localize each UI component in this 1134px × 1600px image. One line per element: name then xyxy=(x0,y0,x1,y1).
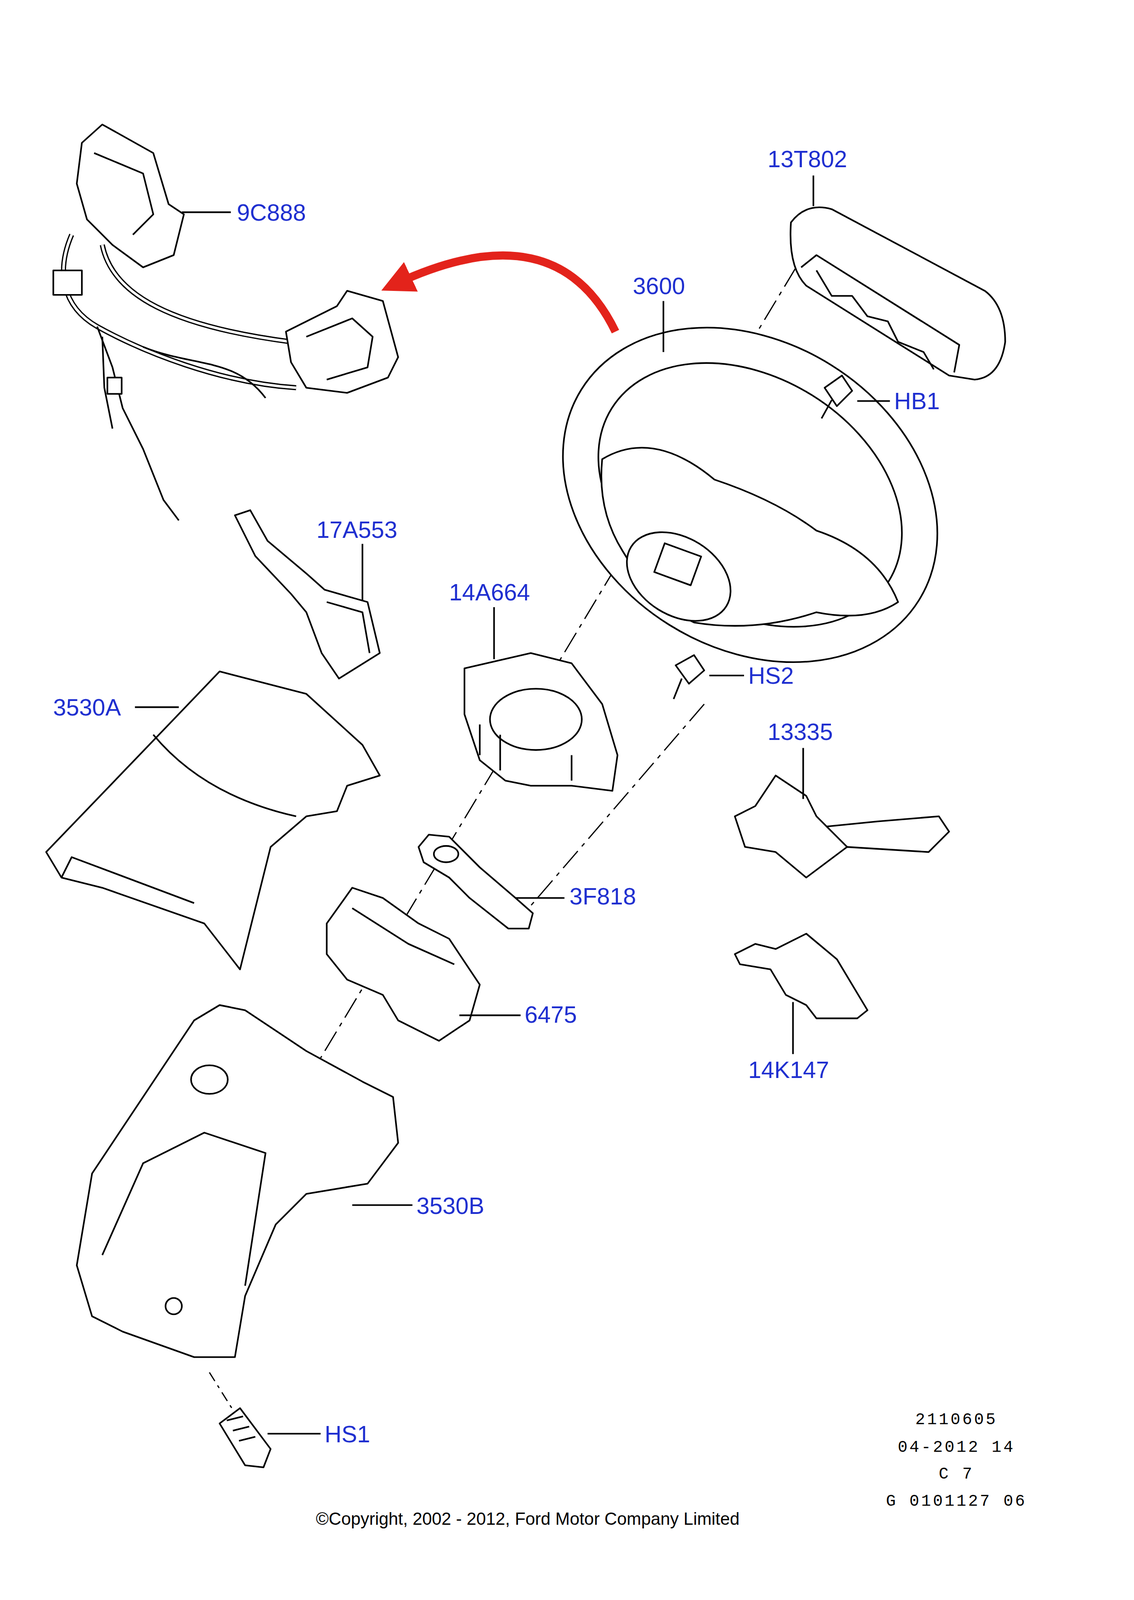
steering-wheel xyxy=(500,259,1000,730)
leader-line xyxy=(791,1001,794,1054)
callout-number: 14K147 xyxy=(747,1055,830,1084)
callout-number: 17A553 xyxy=(316,515,398,544)
leader-line xyxy=(515,897,565,899)
leader-line xyxy=(857,400,890,402)
red-arrow xyxy=(395,255,616,332)
callout-number: 3530B xyxy=(416,1191,485,1220)
leader-line xyxy=(812,175,815,207)
callout-number: 14A664 xyxy=(448,578,531,607)
airbag-module xyxy=(790,207,1006,380)
leader-line xyxy=(459,1014,521,1017)
drawing-code: C 7 xyxy=(938,1464,975,1484)
drawing-code: G 0101127 06 xyxy=(885,1491,1027,1511)
leader-line xyxy=(352,1204,413,1207)
screw xyxy=(219,1408,271,1468)
callout-number: 6475 xyxy=(524,1000,577,1029)
callout-number: 3600 xyxy=(632,271,686,300)
leader-line xyxy=(662,300,665,353)
lock-housing xyxy=(326,887,480,1041)
callout-number: HS2 xyxy=(747,661,794,690)
leader-line xyxy=(709,674,745,677)
callout-number: HB1 xyxy=(894,386,941,415)
axis-line xyxy=(209,1372,237,1417)
bolt xyxy=(673,655,705,700)
drawing-code: 2110605 xyxy=(915,1409,998,1430)
sensor-ring xyxy=(418,834,533,929)
wiring-harness xyxy=(53,124,399,521)
leader-line xyxy=(802,747,805,800)
leader-line xyxy=(493,607,496,660)
bolt xyxy=(821,375,853,419)
copyright-note: ©Copyright, 2002 - 2012, Ford Motor Comp… xyxy=(315,1508,740,1530)
leader-line xyxy=(361,543,364,600)
callout-number: HS1 xyxy=(324,1419,371,1448)
leader-line xyxy=(267,1432,321,1435)
callout-number: 3F818 xyxy=(569,882,637,911)
key xyxy=(734,933,868,1019)
callout-number: 13T802 xyxy=(767,144,848,174)
callout-number: 9C888 xyxy=(236,198,307,227)
drawing-code: 04-2012 14 xyxy=(897,1437,1015,1458)
lower-shroud xyxy=(76,1004,398,1357)
switch-stalk xyxy=(734,775,950,878)
leader-line xyxy=(135,706,179,709)
callout-number: 3530A xyxy=(53,693,121,722)
clockspring xyxy=(464,652,618,791)
callout-number: 13335 xyxy=(767,717,833,746)
leader-line xyxy=(181,211,231,214)
